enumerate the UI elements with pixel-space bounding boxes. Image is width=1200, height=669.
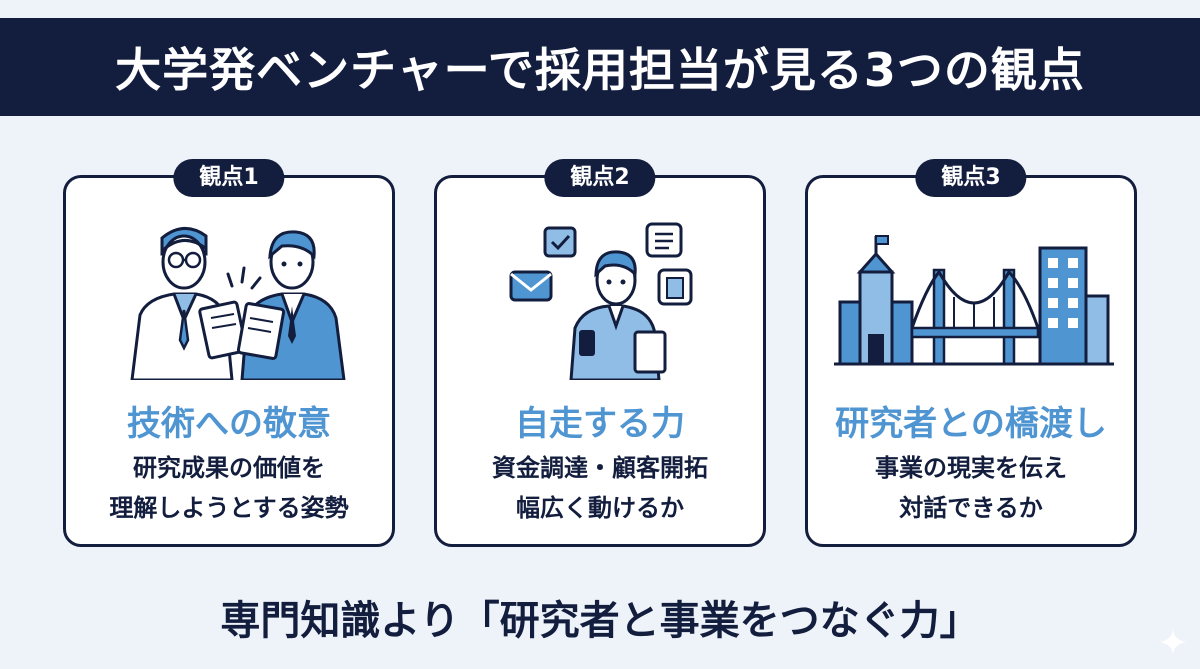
viewpoint-badge: 観点1 bbox=[173, 159, 285, 197]
viewpoint-card-1: 観点1 技術への敬意 研究成果の価値を 理解しようとする姿勢 bbox=[63, 159, 395, 547]
bridge-between-buildings-icon bbox=[834, 235, 1114, 366]
viewpoint-description-line: 事業の現実を伝え bbox=[875, 454, 1067, 482]
sparkle-icon bbox=[1160, 629, 1186, 655]
viewpoint-title: 研究者との橋渡し bbox=[835, 404, 1107, 444]
page-title: 大学発ベンチャーで採用担当が見る3つの観点 bbox=[115, 43, 1085, 97]
multitasking-person-icon bbox=[509, 222, 693, 380]
viewpoint-title: 自走する力 bbox=[515, 404, 685, 444]
viewpoint-description: 事業の現実を伝え 対話できるか bbox=[808, 448, 1134, 528]
viewpoint-badge: 観点3 bbox=[915, 159, 1027, 197]
viewpoint-description-line: 理解しようとする姿勢 bbox=[109, 494, 349, 522]
viewpoint-description-line: 幅広く動けるか bbox=[516, 494, 684, 522]
viewpoint-description-line: 対話できるか bbox=[899, 494, 1043, 522]
title-bar: 大学発ベンチャーで採用担当が見る3つの観点 bbox=[0, 18, 1200, 116]
viewpoint-card-3: 観点3 研究者との橋渡し 事業の現実を伝え 対話できるか bbox=[805, 159, 1137, 547]
viewpoint-description: 資金調達・顧客開拓 幅広く動けるか bbox=[437, 448, 763, 528]
footer-message: 専門知識より「研究者と事業をつなぐ力」 bbox=[220, 598, 980, 644]
viewpoint-description-line: 研究成果の価値を bbox=[133, 454, 325, 482]
viewpoint-title: 技術への敬意 bbox=[127, 404, 331, 444]
viewpoint-badge: 観点2 bbox=[544, 159, 656, 197]
viewpoint-description-line: 資金調達・顧客開拓 bbox=[492, 454, 708, 482]
researchers-discussing-icon bbox=[130, 227, 346, 380]
viewpoint-description: 研究成果の価値を 理解しようとする姿勢 bbox=[66, 448, 392, 528]
viewpoint-card-2: 観点2 自走する力 資金調達・顧客開拓 幅広く動けるか bbox=[434, 159, 766, 547]
